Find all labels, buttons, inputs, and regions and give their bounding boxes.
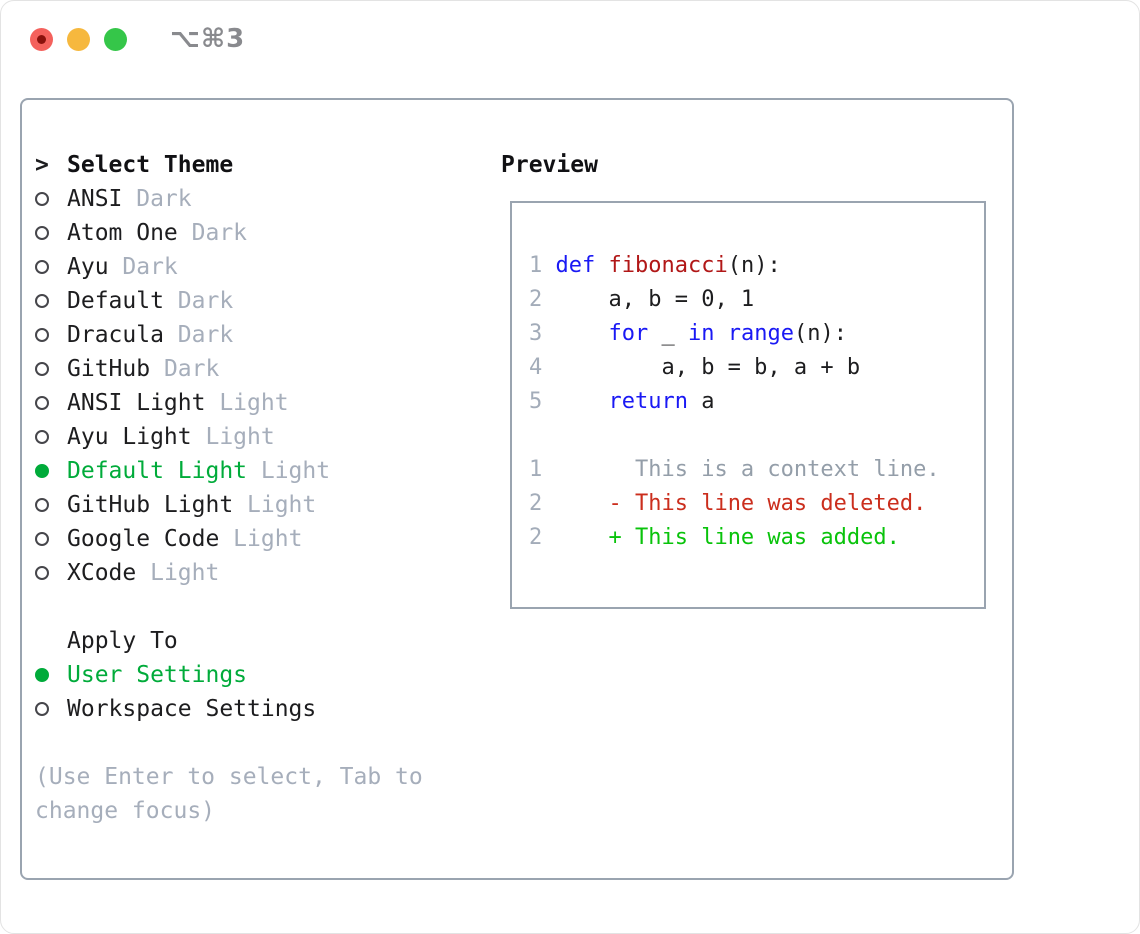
code-line: 3 for _ in range(n): xyxy=(529,321,847,346)
radio-icon xyxy=(35,396,49,410)
spacer xyxy=(35,726,423,760)
main-panel: > Select Theme ANSI Dark Atom One Dark A… xyxy=(20,98,1014,880)
code-line: 1 This is a context line. xyxy=(529,457,940,482)
help-text: (Use Enter to select, Tab to change focu… xyxy=(35,760,423,828)
theme-option-atom-one[interactable]: Atom One Dark xyxy=(35,216,423,250)
radio-icon xyxy=(35,702,49,716)
selection-pointer-icon: > xyxy=(35,152,49,178)
theme-option-ansi[interactable]: ANSI Dark xyxy=(35,182,423,216)
theme-option-dracula[interactable]: Dracula Dark xyxy=(35,318,423,352)
radio-icon xyxy=(35,192,49,206)
code-line xyxy=(529,419,984,453)
close-button[interactable] xyxy=(30,27,53,51)
theme-option-default-light[interactable]: Default Light Light xyxy=(35,454,423,488)
theme-list-header: > Select Theme xyxy=(35,148,423,182)
window-shortcut-label: ⌥⌘3 xyxy=(170,24,246,54)
theme-option-google-code[interactable]: Google Code Light xyxy=(35,522,423,556)
apply-to-title: Apply To xyxy=(67,628,178,654)
code-line: 5 return a xyxy=(529,389,715,414)
apply-option-workspace-settings[interactable]: Workspace Settings xyxy=(35,692,423,726)
radio-icon xyxy=(35,668,49,682)
radio-icon xyxy=(35,294,49,308)
apply-to-header: Apply To xyxy=(35,624,423,658)
theme-list: ANSI Dark Atom One Dark Ayu Dark Default… xyxy=(35,182,423,590)
code-line: 2 + This line was added. xyxy=(529,525,900,550)
radio-icon xyxy=(35,260,49,274)
theme-option-xcode[interactable]: XCode Light xyxy=(35,556,423,590)
apply-to-options: User Settings Workspace Settings xyxy=(35,658,423,726)
theme-option-ansi-light[interactable]: ANSI Light Light xyxy=(35,386,423,420)
maximize-button[interactable] xyxy=(104,27,127,51)
radio-icon xyxy=(35,362,49,376)
theme-list-title: Select Theme xyxy=(67,152,234,178)
preview-code: 1 def fibonacci(n): 2 a, b = 0, 1 3 for _ … xyxy=(512,203,984,555)
theme-option-ayu-light[interactable]: Ayu Light Light xyxy=(35,420,423,454)
code-line: 1 def fibonacci(n): xyxy=(529,253,781,278)
spacer xyxy=(35,590,423,624)
radio-icon xyxy=(35,464,49,478)
unsaved-dot-icon xyxy=(37,34,46,44)
radio-icon xyxy=(35,532,49,546)
minimize-button[interactable] xyxy=(67,27,90,51)
theme-option-default[interactable]: Default Dark xyxy=(35,284,423,318)
apply-option-user-settings[interactable]: User Settings xyxy=(35,658,423,692)
theme-option-github[interactable]: GitHub Dark xyxy=(35,352,423,386)
preview-pane: 1 def fibonacci(n): 2 a, b = 0, 1 3 for _ … xyxy=(510,201,986,609)
radio-icon xyxy=(35,498,49,512)
theme-selector: > Select Theme ANSI Dark Atom One Dark A… xyxy=(35,148,423,828)
code-line: 2 - This line was deleted. xyxy=(529,491,927,516)
code-line: 2 a, b = 0, 1 xyxy=(529,287,755,312)
radio-icon xyxy=(35,328,49,342)
help-text-line: (Use Enter to select, Tab to xyxy=(35,764,423,790)
titlebar: ⌥⌘3 xyxy=(30,24,246,54)
radio-icon xyxy=(35,566,49,580)
preview-title: Preview xyxy=(501,152,598,178)
theme-option-ayu[interactable]: Ayu Dark xyxy=(35,250,423,284)
code-line: 4 a, b = b, a + b xyxy=(529,355,861,380)
radio-icon xyxy=(35,226,49,240)
radio-icon xyxy=(35,430,49,444)
theme-option-github-light[interactable]: GitHub Light Light xyxy=(35,488,423,522)
help-text-line: change focus) xyxy=(35,798,216,824)
